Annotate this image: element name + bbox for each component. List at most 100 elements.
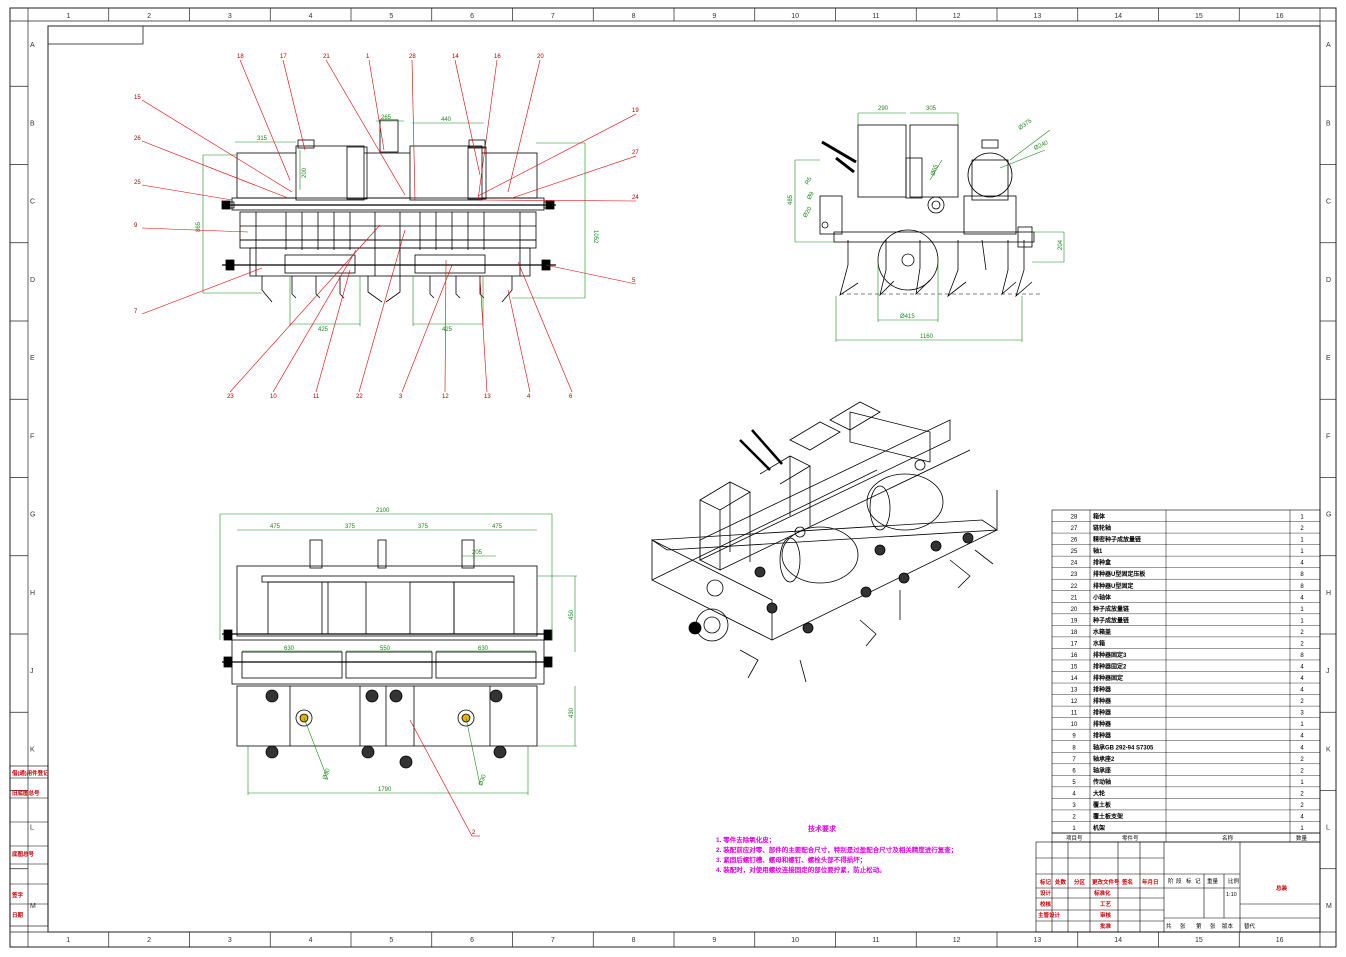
balloon-front-23: 23 <box>227 394 234 400</box>
dim-top-g: 550 <box>380 646 391 652</box>
parts-row-no: 7 <box>1072 757 1076 763</box>
parts-row-no: 18 <box>1071 630 1078 636</box>
parts-row-name: 排种器 <box>1093 709 1112 717</box>
tb-review: 审核 <box>1100 911 1112 919</box>
zone-row-right-B: B <box>1326 120 1331 127</box>
tb-count: 处数 <box>1054 878 1067 886</box>
parts-row-name: 覆土板支架 <box>1092 812 1123 820</box>
zone-row-left-E: E <box>30 355 35 362</box>
dim-side-sprocket: Ø65 <box>930 163 940 176</box>
parts-row-no: 17 <box>1071 641 1078 647</box>
parts-row-no: 2 <box>1072 814 1076 820</box>
balloon-front-17: 17 <box>280 54 287 60</box>
parts-list-header: 项目号 零件号 名称 数量 <box>1051 832 1321 843</box>
parts-row-qty: 2 <box>1300 768 1304 774</box>
zone-col-bottom-1: 1 <box>66 937 70 944</box>
parts-row-qty: 2 <box>1300 526 1304 532</box>
dim-top-d: 475 <box>492 524 503 530</box>
dim-side-left-h: 485 <box>788 194 794 205</box>
parts-row-no: 6 <box>1072 768 1076 774</box>
zone-row-right-F: F <box>1326 433 1330 440</box>
balloon-front-6: 6 <box>569 394 573 400</box>
zone-col-top-12: 12 <box>953 13 961 20</box>
tb-scale-value: 1:10 <box>1226 892 1237 898</box>
tb-stage-3: 标 <box>1186 877 1192 885</box>
balloon-front-20: 20 <box>537 54 544 60</box>
balloon-front-16: 16 <box>494 54 501 60</box>
parts-row-name: 轴承座 <box>1093 766 1111 774</box>
zone-col-top-7: 7 <box>551 13 555 20</box>
leader-line <box>141 267 263 315</box>
front-dimensions <box>202 120 586 326</box>
balloon-front-10: 10 <box>270 394 277 400</box>
parts-row-qty: 2 <box>1300 803 1304 809</box>
balloon-front-1: 1 <box>366 54 370 60</box>
parts-row-no: 15 <box>1071 665 1078 671</box>
leader-line <box>479 199 637 202</box>
dim-front-bottom-left: 425 <box>318 327 329 333</box>
leader-line <box>507 59 541 193</box>
parts-row-qty: 8 <box>1300 653 1304 659</box>
parts-row-no: 4 <box>1072 791 1076 797</box>
parts-row-no: 23 <box>1071 572 1078 578</box>
parts-row-qty: 3 <box>1300 711 1304 717</box>
side-strip-4: 签字 <box>11 891 24 899</box>
parts-header-name: 名称 <box>1222 834 1234 842</box>
leader-line <box>517 261 573 393</box>
parts-row-qty: 1 <box>1300 722 1304 728</box>
parts-row-qty: 1 <box>1300 618 1304 624</box>
leader-line <box>141 227 249 233</box>
tech-req-line-4: 4. 装配时，对使用螺纹连接固定的部位要拧紧，防止松动。 <box>716 865 886 874</box>
dim-front-top-mid: 265 <box>381 115 392 121</box>
dim-side-top-b: 305 <box>926 106 937 112</box>
dim-top-f: 630 <box>284 646 295 652</box>
dim-top-dia-a: Ø30 <box>322 767 332 780</box>
parts-row-no: 9 <box>1072 734 1076 740</box>
tb-version: 版本 <box>1222 922 1234 930</box>
parts-row-name: 链轮轴 <box>1093 524 1111 532</box>
parts-row-qty: 1 <box>1300 780 1304 786</box>
parts-row-no: 21 <box>1071 595 1078 601</box>
parts-row-name: 轴承座2 <box>1093 755 1115 763</box>
parts-row-qty: 2 <box>1300 699 1304 705</box>
parts-row-qty: 4 <box>1300 561 1304 567</box>
dim-side-length: 1160 <box>920 334 934 340</box>
top-left-box <box>47 25 144 45</box>
balloon-front-24: 24 <box>632 195 639 201</box>
balloon-front-12: 12 <box>442 394 449 400</box>
parts-row-name: 覆土板 <box>1092 801 1112 809</box>
zone-col-bottom-10: 10 <box>791 937 799 944</box>
dim-top-e: 205 <box>472 550 483 556</box>
tb-replace: 替代 <box>1244 922 1256 930</box>
dim-top-h: 630 <box>478 646 489 652</box>
parts-row-no: 25 <box>1071 549 1078 555</box>
balloon-front-11: 11 <box>313 394 320 400</box>
side-dimensions <box>794 112 1065 342</box>
leader-line <box>368 59 385 151</box>
balloon-front-28: 28 <box>409 54 416 60</box>
side-dim-labels: 290 305 Ø375 Ø240 485 R5 Ø9 Ø20 204 Ø415… <box>788 106 1064 340</box>
top-dimensions <box>219 513 577 795</box>
zone-col-top-6: 6 <box>470 13 474 20</box>
side-strip-1: 借(通)用件登记 <box>11 769 49 777</box>
zone-row-right-J: J <box>1326 668 1330 675</box>
zone-grid <box>10 8 1336 947</box>
tb-drawing-title: 总装 <box>1276 884 1288 892</box>
leader-line <box>358 229 406 393</box>
balloon-front-7: 7 <box>134 309 138 315</box>
side-strip-2: 旧底图总号 <box>12 789 40 797</box>
dim-front-top-right: 440 <box>441 117 452 123</box>
dim-front-height-left: 865 <box>196 221 202 232</box>
zone-col-top-16: 16 <box>1276 13 1284 20</box>
parts-row-name: 水箱盖 <box>1093 628 1111 636</box>
leader-line <box>444 259 447 393</box>
tech-req-title: 技术要求 <box>808 824 837 833</box>
zone-col-top-15: 15 <box>1195 13 1203 20</box>
tb-zone: 分区 <box>1074 878 1086 886</box>
tb-date: 年月日 <box>1142 878 1159 886</box>
dim-side-left-d2: Ø9 <box>807 190 817 201</box>
balloon-front-27: 27 <box>632 150 639 156</box>
dim-top-bottom: 1790 <box>378 787 392 793</box>
parts-row-no: 19 <box>1071 618 1078 624</box>
